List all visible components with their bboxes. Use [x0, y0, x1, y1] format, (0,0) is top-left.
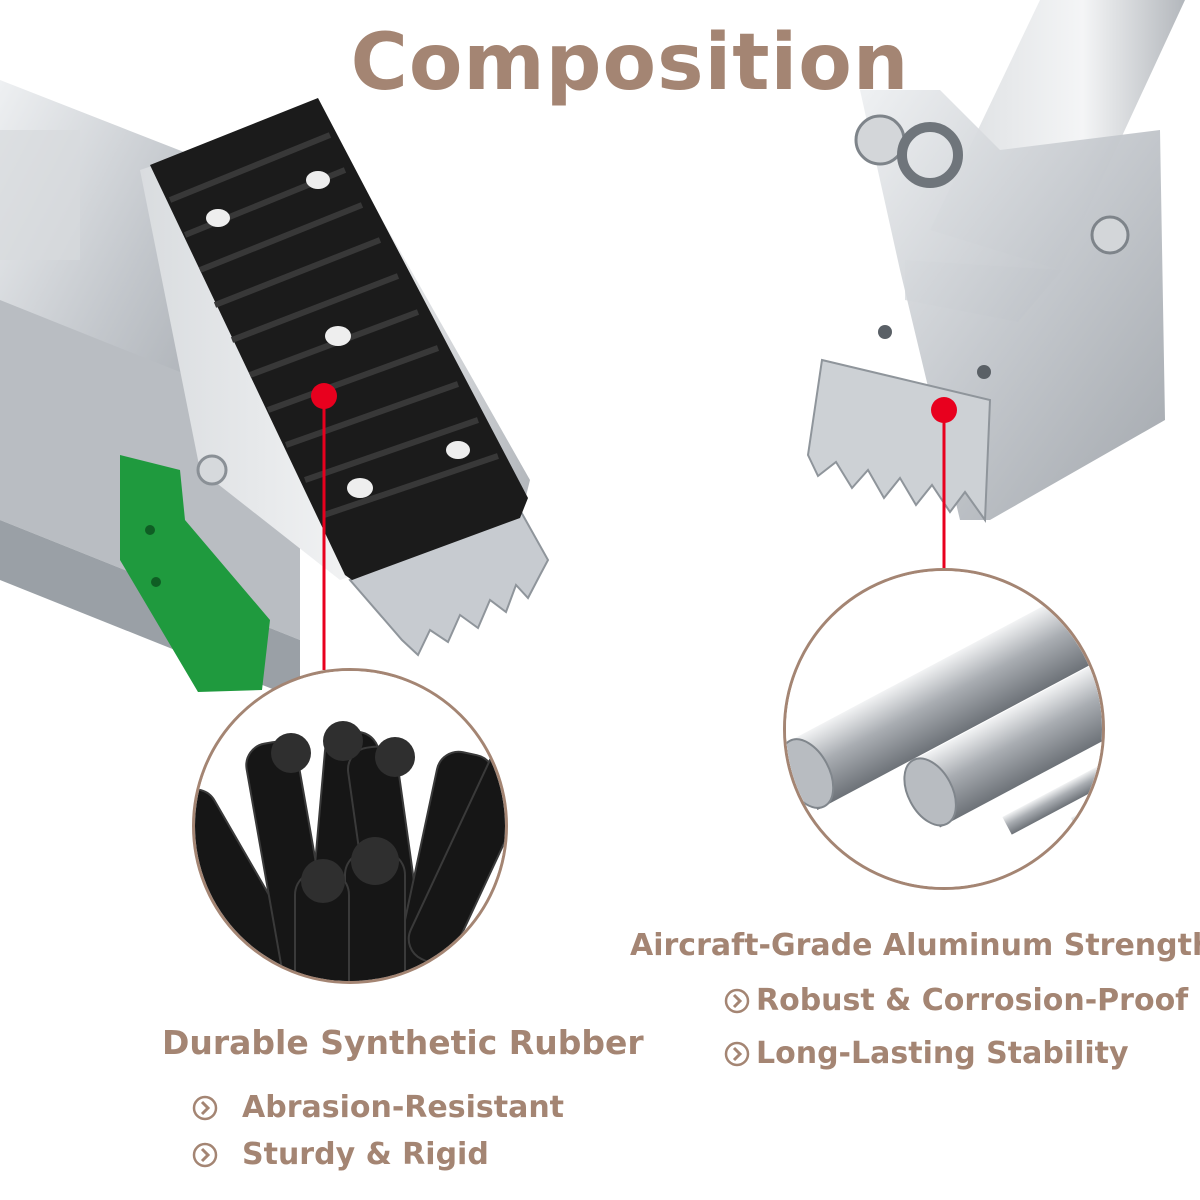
aluminum-bullet-1: Robust & Corrosion-Proof — [724, 983, 1188, 1018]
page-title: Composition — [350, 18, 910, 108]
rubber-pad — [150, 98, 528, 580]
aluminum-bullet-1-label: Robust & Corrosion-Proof — [756, 983, 1189, 1018]
ladder-leg-right — [860, 0, 1185, 520]
chevron-circle-icon — [192, 1095, 218, 1120]
aluminum-heading: Aircraft-Grade Aluminum Strength — [630, 928, 1200, 963]
pivot-nut-icon — [854, 114, 906, 166]
rubber-heading: Durable Synthetic Rubber — [162, 1023, 644, 1062]
marker-dot-left — [311, 383, 337, 409]
aluminum-material-circle — [783, 568, 1105, 890]
rubber-material-circle — [192, 668, 508, 984]
rubber-bullet-2: Sturdy & Rigid — [192, 1137, 489, 1172]
hinge-bolt-icon — [196, 454, 228, 486]
chevron-circle-icon — [192, 1142, 218, 1167]
rubber-bullet-2-label: Sturdy & Rigid — [242, 1137, 489, 1172]
rubber-strips-image — [195, 671, 505, 981]
green-clip — [120, 455, 270, 692]
chevron-circle-icon — [724, 1041, 750, 1066]
aluminum-bullet-2: Long-Lasting Stability — [724, 1036, 1129, 1071]
chevron-circle-icon — [724, 988, 750, 1013]
rubber-bullet-1-label: Abrasion-Resistant — [242, 1090, 565, 1125]
marker-dot-right — [931, 397, 957, 423]
aluminum-bullet-2-label: Long-Lasting Stability — [756, 1036, 1129, 1071]
aluminum-rods-image — [786, 571, 1102, 887]
rubber-bullet-1: Abrasion-Resistant — [192, 1090, 564, 1125]
foot-teeth-left — [348, 508, 550, 657]
